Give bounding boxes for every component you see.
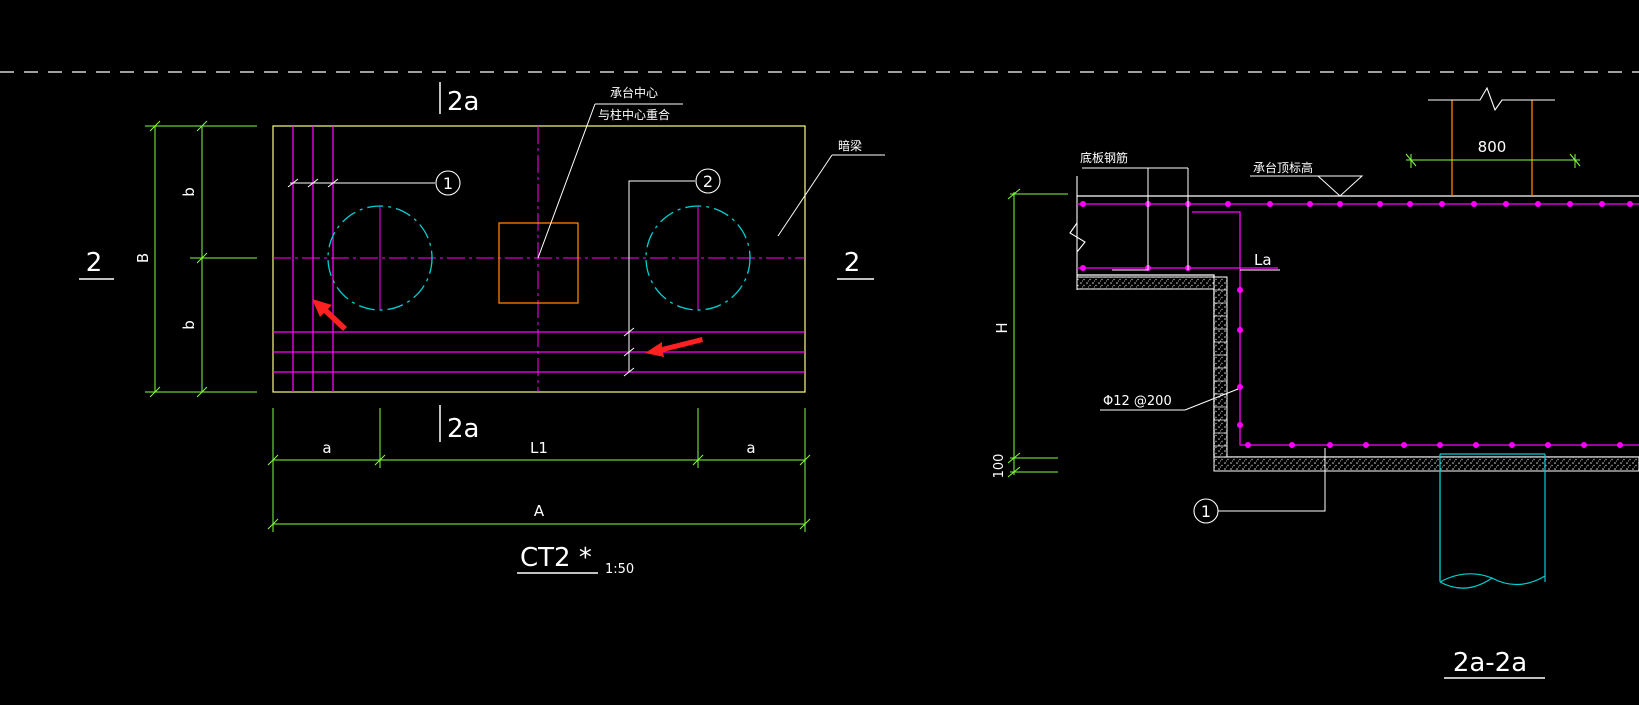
- tick: [623, 367, 635, 377]
- section-right-text: 2: [844, 248, 861, 278]
- rebar-dots-bottom: [1245, 442, 1623, 448]
- column-outline: [498, 222, 579, 304]
- La-label: La: [1254, 251, 1272, 269]
- red-arrow-left: [312, 299, 347, 331]
- dim-label-a-left: a: [322, 439, 331, 457]
- plan-scale: 1:50: [605, 562, 634, 577]
- section-callout-1-text: 1: [1201, 502, 1211, 521]
- section-vertical-dims: [1007, 188, 1068, 478]
- dim-800-lines: [1405, 153, 1581, 168]
- tick: [307, 178, 319, 188]
- note-leader: [537, 103, 596, 259]
- section-title: 2a-2a: [1453, 648, 1527, 678]
- section-mark-top-text: 2a: [447, 87, 479, 117]
- beam-leader: [777, 154, 833, 237]
- section-view: 底板钢筋 承台顶标高 800 La H 10: [992, 86, 1639, 679]
- callout-2-bubble: [695, 168, 721, 194]
- top-elevation-label: 承台顶标高: [1253, 160, 1313, 175]
- vertical-dimensions: [145, 120, 257, 398]
- section-mark-bottom-text: 2a: [447, 414, 479, 444]
- callout-1-bubble: [435, 170, 461, 196]
- red-arrow-right: [645, 337, 703, 357]
- pile-break-curve-2: [1439, 577, 1493, 589]
- bottom-rebar-label: 底板钢筋: [1080, 150, 1128, 165]
- dim-label-a-right: a: [746, 439, 755, 457]
- pile-cap-outline: [272, 125, 806, 393]
- cushion-lower: [1213, 456, 1639, 472]
- column-break-line: [1428, 86, 1555, 112]
- dim-label-A: A: [534, 502, 545, 520]
- tick: [327, 178, 339, 188]
- plan-view: 1 2 承台中心 与柱中心重合 暗梁 2a 2a 2 2: [79, 82, 885, 577]
- tick: [287, 178, 299, 188]
- cushion-wall-brick-lines: [1214, 289, 1227, 447]
- section-outline-step: [1077, 274, 1639, 458]
- pile-right: [645, 205, 751, 311]
- pile-break-curve: [1439, 573, 1546, 586]
- rebar-spec-leader: [1184, 388, 1239, 411]
- rebar-wall-line: [1239, 268, 1639, 446]
- bottom-rebar-leader: [1082, 167, 1149, 270]
- plan-title: CT2 *: [520, 543, 592, 573]
- dim-label-L1: L1: [530, 439, 548, 457]
- dim-label-b-top: b: [180, 187, 198, 197]
- rebar-spec-label: Φ12 @200: [1103, 394, 1172, 409]
- cushion-wall: [1213, 276, 1228, 458]
- dim-100-label: 100: [992, 454, 1007, 479]
- rebar-dots-top: [1080, 201, 1633, 207]
- rebar-dots-wall: [1237, 287, 1243, 428]
- section-callout-1-bubble: [1193, 498, 1219, 524]
- section-callout-1-leader: [1218, 448, 1326, 512]
- dim-H-label: H: [993, 322, 1011, 333]
- callout-2-leader: [628, 180, 695, 372]
- section-break-symbol: [1069, 222, 1086, 253]
- callout-1-text: 1: [443, 174, 453, 193]
- dim-800-label: 800: [1478, 138, 1507, 156]
- tick: [623, 327, 635, 337]
- callout-2-text: 2: [703, 172, 713, 191]
- note-line-2: 与柱中心重合: [598, 107, 670, 122]
- dim-label-B: B: [134, 253, 152, 263]
- tick: [623, 347, 635, 357]
- beam-label: 暗梁: [838, 138, 862, 153]
- horizontal-dimensions: [267, 408, 811, 532]
- dim-label-b-bottom: b: [180, 320, 198, 330]
- rebar-La-bend: [1192, 211, 1241, 268]
- section-left-text: 2: [86, 248, 103, 278]
- top-elevation-triangle: [1316, 175, 1364, 197]
- cushion-upper: [1076, 276, 1215, 290]
- pile-left: [327, 205, 433, 311]
- note-line-1: 承台中心: [610, 85, 658, 100]
